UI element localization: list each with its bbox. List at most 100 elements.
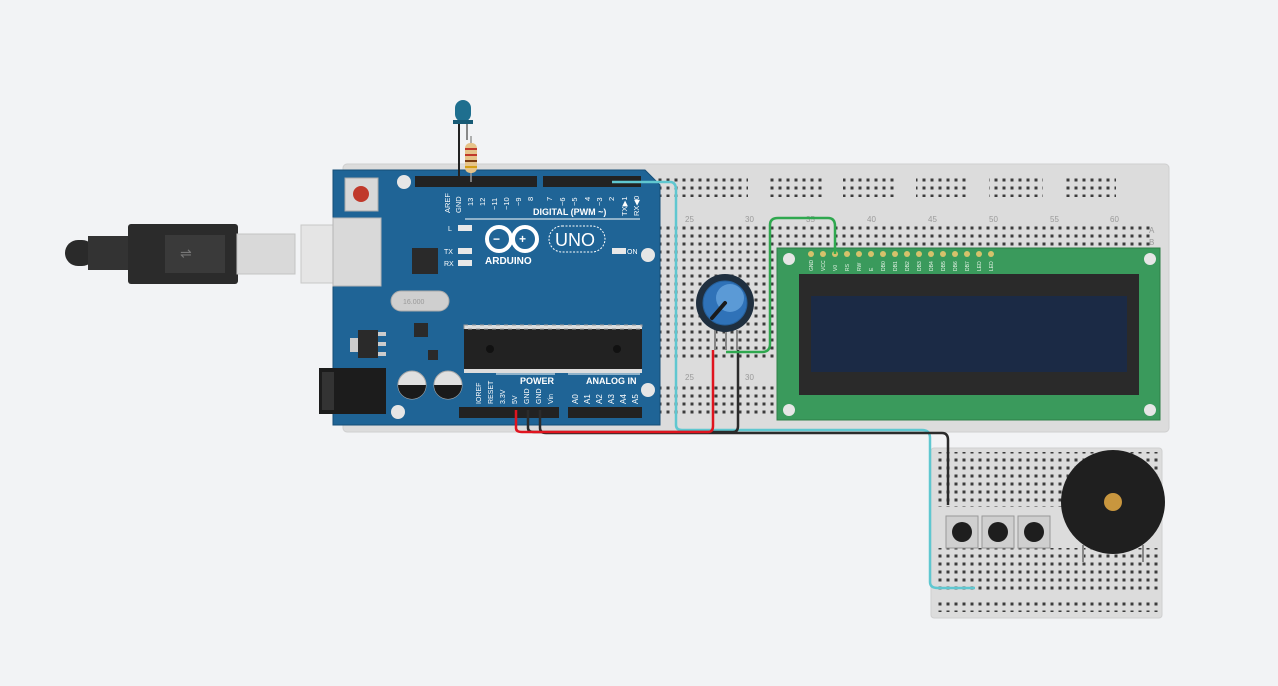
svg-text:GND: GND <box>809 260 815 272</box>
capacitors <box>397 370 463 400</box>
svg-text:DB0: DB0 <box>881 261 887 271</box>
svg-text:GND: GND <box>454 196 463 213</box>
svg-text:DB3: DB3 <box>917 261 923 271</box>
svg-text:7: 7 <box>545 197 554 201</box>
pushbutton-icon[interactable] <box>945 515 979 549</box>
breadboard-top-rail <box>652 178 1116 197</box>
svg-text:AREF: AREF <box>443 193 452 213</box>
lcd-display[interactable]: GND VCC V0 RS RW E DB0 DB1 DB2 DB3 DB4 D… <box>776 247 1161 421</box>
analog-header-label: ANALOG IN <box>586 376 637 386</box>
svg-text:⇌: ⇌ <box>180 246 192 262</box>
col-num: 50 <box>989 215 998 224</box>
svg-text:ARDUINO: ARDUINO <box>485 256 532 267</box>
svg-text:A2: A2 <box>595 394 604 404</box>
svg-text:16.000: 16.000 <box>403 299 425 306</box>
digital-header-label: DIGITAL (PWM ~) <box>533 207 606 217</box>
svg-text:L: L <box>448 226 452 233</box>
svg-text:LED: LED <box>977 261 983 271</box>
svg-text:~11: ~11 <box>490 198 499 210</box>
power-jack[interactable] <box>319 368 386 414</box>
wire-ground <box>538 410 950 505</box>
onboard-leds: L TX RX ON <box>444 225 638 268</box>
svg-text:13: 13 <box>466 198 475 206</box>
reset-button[interactable] <box>344 177 379 212</box>
svg-text:ON: ON <box>627 249 638 256</box>
row-letter: A <box>1149 226 1155 235</box>
svg-text:+: + <box>519 232 526 246</box>
digital-pin-labels: AREF GND 13 12 ~11 ~10 ~9 8 7 ~6 ~5 4 ~3… <box>443 193 641 216</box>
pushbutton-icon[interactable] <box>1017 515 1051 549</box>
svg-text:~9: ~9 <box>514 197 523 206</box>
col-num: 45 <box>928 215 937 224</box>
lcd-pins <box>808 251 994 257</box>
usb-cable-icon[interactable]: ⇌ <box>65 224 382 284</box>
svg-text:3.3V: 3.3V <box>500 389 507 404</box>
svg-text:DB2: DB2 <box>905 261 911 271</box>
svg-text:A0: A0 <box>571 394 580 404</box>
power-analog-header[interactable] <box>459 407 642 418</box>
svg-text:4: 4 <box>583 197 592 201</box>
svg-text:RESET: RESET <box>488 380 495 404</box>
power-pin-labels: IOREF RESET 3.3V 5V GND GND Vin <box>476 380 555 404</box>
svg-text:GND: GND <box>524 388 531 404</box>
resistor-icon[interactable] <box>465 136 477 182</box>
svg-text:RX◀0: RX◀0 <box>632 196 641 216</box>
col-num: 25 <box>685 373 694 382</box>
power-header-label: POWER <box>520 376 555 386</box>
svg-text:8: 8 <box>526 197 535 201</box>
svg-text:TX: TX <box>444 249 453 256</box>
svg-text:DB4: DB4 <box>929 261 935 271</box>
analog-pin-labels: A0 A1 A2 A3 A4 A5 <box>571 394 640 404</box>
svg-text:Vin: Vin <box>548 394 555 404</box>
svg-text:RX: RX <box>444 261 454 268</box>
svg-text:DB1: DB1 <box>893 261 899 271</box>
wires[interactable] <box>514 180 975 590</box>
svg-text:DB5: DB5 <box>941 261 947 271</box>
svg-text:~6: ~6 <box>558 197 567 206</box>
piezo-buzzer-icon[interactable] <box>1061 450 1165 562</box>
svg-text:TX▶1: TX▶1 <box>620 196 629 216</box>
svg-text:LED: LED <box>989 261 995 271</box>
arduino-uno-board[interactable]: AREF GND 13 12 ~11 ~10 ~9 8 7 ~6 ~5 4 ~3… <box>319 169 661 426</box>
svg-text:A1: A1 <box>583 394 592 404</box>
col-num: 40 <box>867 215 876 224</box>
svg-text:VCC: VCC <box>821 260 827 271</box>
svg-text:−: − <box>493 232 500 246</box>
svg-text:V0: V0 <box>833 265 839 271</box>
svg-text:~3: ~3 <box>595 197 604 206</box>
potentiometer-icon[interactable] <box>696 274 754 350</box>
row-letter: B <box>1149 238 1154 247</box>
col-num: 25 <box>685 215 694 224</box>
svg-text:2: 2 <box>607 197 616 201</box>
atmega-chip <box>463 324 643 373</box>
svg-text:DB6: DB6 <box>953 261 959 271</box>
col-num: 60 <box>1110 215 1119 224</box>
svg-text:~10: ~10 <box>502 197 511 210</box>
lcd-pin-labels: GND VCC V0 RS RW E DB0 DB1 DB2 DB3 DB4 D… <box>809 260 995 272</box>
svg-text:RW: RW <box>857 262 863 271</box>
led-icon[interactable] <box>453 100 473 182</box>
wire-contrast <box>726 216 837 354</box>
svg-text:12: 12 <box>478 198 487 206</box>
svg-text:A4: A4 <box>619 394 628 404</box>
crystal-oscillator: 16.000 <box>390 290 450 312</box>
svg-text:5V: 5V <box>512 395 519 404</box>
svg-text:GND: GND <box>536 388 543 404</box>
svg-text:UNO: UNO <box>555 230 595 250</box>
digital-pin-header[interactable] <box>415 176 641 187</box>
col-num: 55 <box>1050 215 1059 224</box>
pushbutton-icon[interactable] <box>981 515 1015 549</box>
svg-text:RS: RS <box>845 263 851 271</box>
svg-text:A3: A3 <box>607 394 616 404</box>
wire-signal <box>612 180 975 590</box>
svg-text:IOREF: IOREF <box>476 383 483 404</box>
breadboard-column-numbers: 25 30 35 40 45 50 55 60 A B 25 30 <box>685 215 1155 382</box>
arduino-logo: − + ARDUINO UNO <box>485 225 606 267</box>
wire-power <box>514 350 715 434</box>
usb-chip <box>412 248 438 274</box>
col-num: 30 <box>745 373 754 382</box>
svg-text:DB7: DB7 <box>965 261 971 271</box>
svg-text:E: E <box>869 267 875 271</box>
svg-text:A5: A5 <box>631 394 640 404</box>
